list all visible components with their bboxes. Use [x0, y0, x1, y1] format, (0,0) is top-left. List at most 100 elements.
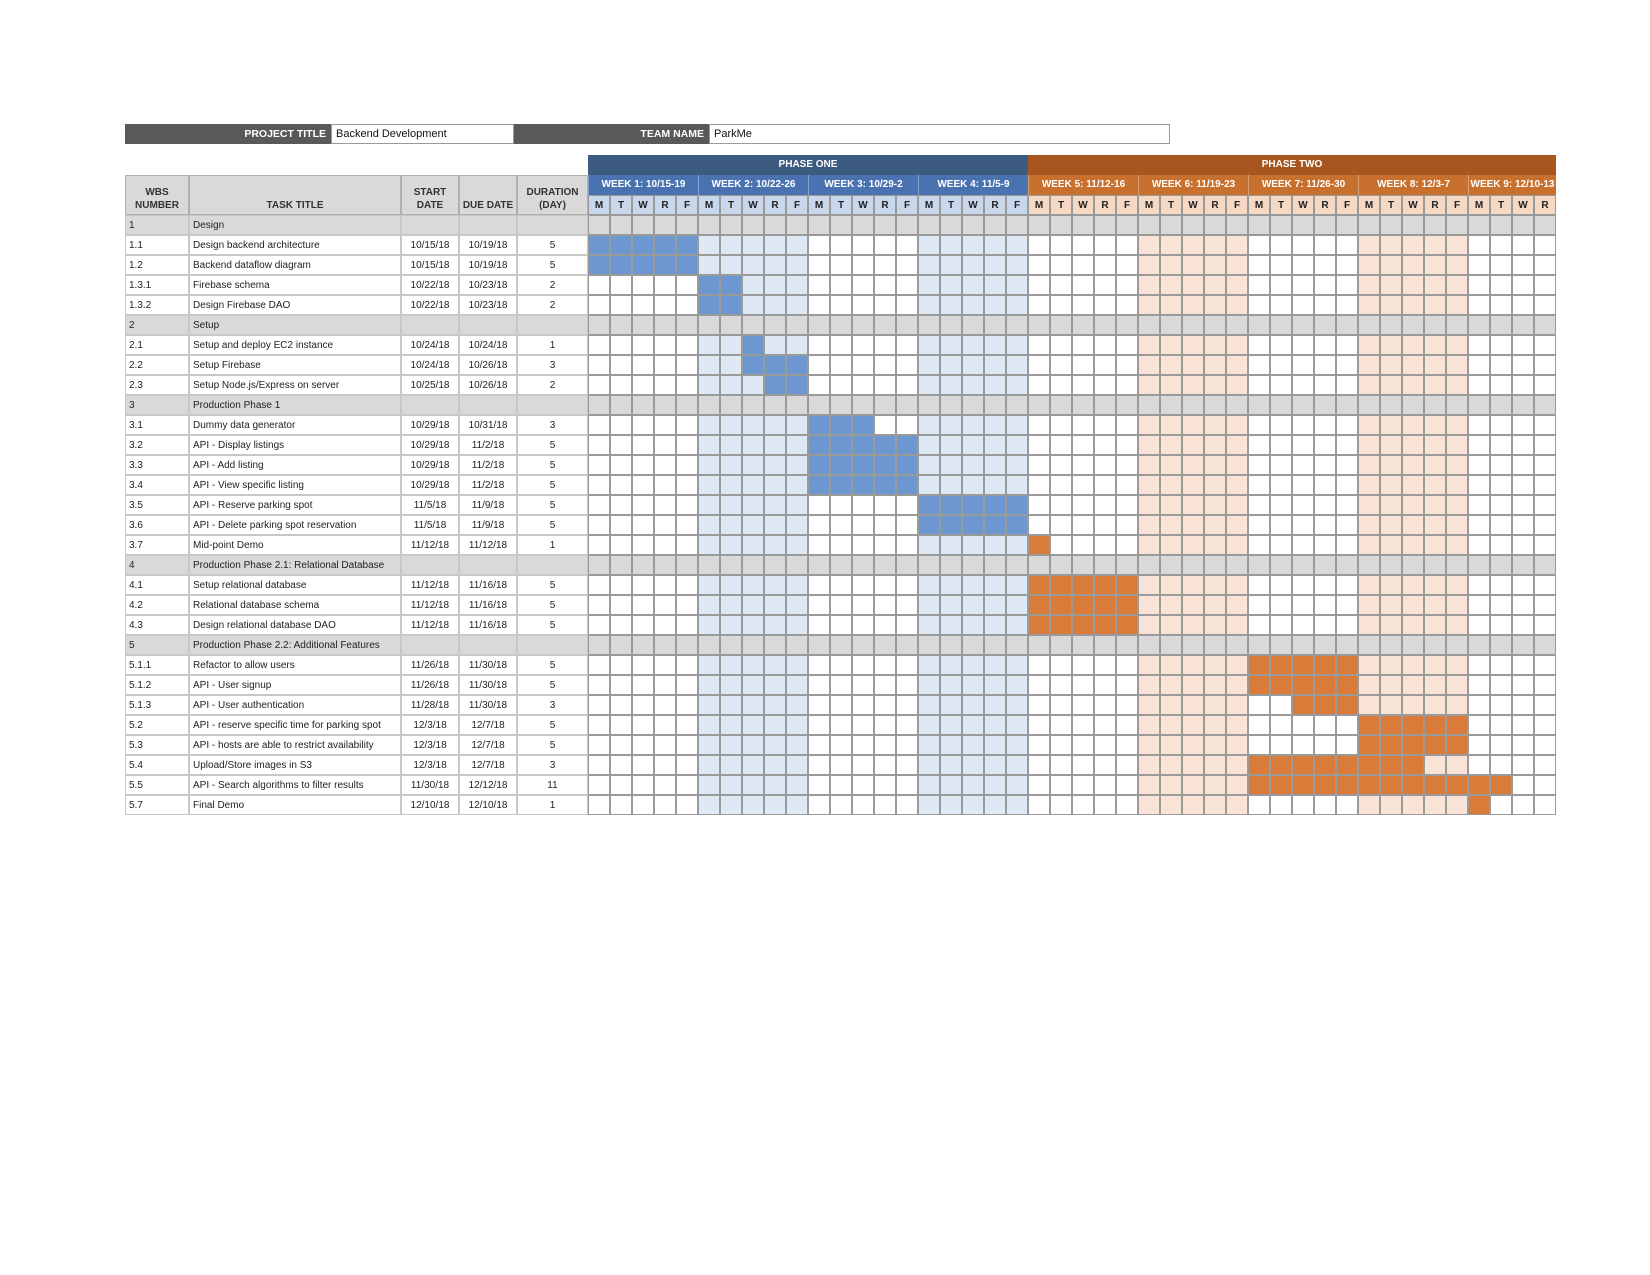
duration-cell[interactable]: 1 [517, 535, 588, 555]
task-title-cell[interactable]: Dummy data generator [189, 415, 401, 435]
duration-cell[interactable]: 3 [517, 755, 588, 775]
due-date-cell[interactable]: 11/30/18 [459, 675, 517, 695]
task-title-cell[interactable]: API - View specific listing [189, 475, 401, 495]
wbs-cell[interactable]: 3.4 [125, 475, 189, 495]
wbs-cell[interactable]: 4.2 [125, 595, 189, 615]
start-date-cell[interactable] [401, 215, 459, 235]
task-title-cell[interactable]: API - reserve specific time for parking … [189, 715, 401, 735]
start-date-cell[interactable] [401, 635, 459, 655]
wbs-cell[interactable]: 5.4 [125, 755, 189, 775]
task-title-cell[interactable]: Setup [189, 315, 401, 335]
wbs-cell[interactable]: 5.2 [125, 715, 189, 735]
due-date-cell[interactable] [459, 635, 517, 655]
duration-cell[interactable]: 5 [517, 615, 588, 635]
task-title-cell[interactable]: Design backend architecture [189, 235, 401, 255]
task-title-cell[interactable]: Design Firebase DAO [189, 295, 401, 315]
start-date-cell[interactable]: 10/25/18 [401, 375, 459, 395]
duration-cell[interactable]: 11 [517, 775, 588, 795]
task-title-cell[interactable]: Design [189, 215, 401, 235]
wbs-cell[interactable]: 3.5 [125, 495, 189, 515]
duration-cell[interactable] [517, 215, 588, 235]
due-date-cell[interactable]: 11/12/18 [459, 535, 517, 555]
start-date-cell[interactable]: 10/22/18 [401, 295, 459, 315]
due-date-cell[interactable]: 11/16/18 [459, 615, 517, 635]
wbs-cell[interactable]: 1.3.2 [125, 295, 189, 315]
start-date-cell[interactable]: 11/28/18 [401, 695, 459, 715]
wbs-cell[interactable]: 3.6 [125, 515, 189, 535]
wbs-cell[interactable]: 3.1 [125, 415, 189, 435]
wbs-cell[interactable]: 2.2 [125, 355, 189, 375]
duration-cell[interactable]: 5 [517, 735, 588, 755]
task-title-cell[interactable]: Upload/Store images in S3 [189, 755, 401, 775]
due-date-cell[interactable]: 11/16/18 [459, 595, 517, 615]
duration-cell[interactable]: 3 [517, 415, 588, 435]
start-date-cell[interactable]: 10/15/18 [401, 235, 459, 255]
due-date-cell[interactable]: 11/2/18 [459, 435, 517, 455]
duration-cell[interactable] [517, 635, 588, 655]
due-date-cell[interactable]: 10/23/18 [459, 295, 517, 315]
duration-cell[interactable]: 5 [517, 675, 588, 695]
due-date-cell[interactable]: 12/12/18 [459, 775, 517, 795]
wbs-cell[interactable]: 3.2 [125, 435, 189, 455]
duration-cell[interactable] [517, 315, 588, 335]
wbs-cell[interactable]: 5.1.2 [125, 675, 189, 695]
wbs-cell[interactable]: 5.1.3 [125, 695, 189, 715]
wbs-cell[interactable]: 1 [125, 215, 189, 235]
task-title-cell[interactable]: Design relational database DAO [189, 615, 401, 635]
wbs-cell[interactable]: 1.3.1 [125, 275, 189, 295]
duration-cell[interactable]: 1 [517, 335, 588, 355]
start-date-cell[interactable]: 11/26/18 [401, 675, 459, 695]
start-date-cell[interactable] [401, 395, 459, 415]
duration-cell[interactable]: 5 [517, 435, 588, 455]
task-title-cell[interactable]: Production Phase 2.1: Relational Databas… [189, 555, 401, 575]
duration-cell[interactable]: 5 [517, 255, 588, 275]
wbs-cell[interactable]: 2.1 [125, 335, 189, 355]
task-title-cell[interactable]: API - Delete parking spot reservation [189, 515, 401, 535]
duration-cell[interactable]: 5 [517, 455, 588, 475]
due-date-cell[interactable]: 11/2/18 [459, 455, 517, 475]
duration-cell[interactable]: 5 [517, 235, 588, 255]
due-date-cell[interactable] [459, 215, 517, 235]
wbs-cell[interactable]: 3 [125, 395, 189, 415]
wbs-cell[interactable]: 2 [125, 315, 189, 335]
due-date-cell[interactable]: 10/24/18 [459, 335, 517, 355]
start-date-cell[interactable]: 11/12/18 [401, 595, 459, 615]
start-date-cell[interactable]: 10/22/18 [401, 275, 459, 295]
task-title-cell[interactable]: Relational database schema [189, 595, 401, 615]
task-title-cell[interactable]: Setup and deploy EC2 instance [189, 335, 401, 355]
wbs-cell[interactable]: 5.1.1 [125, 655, 189, 675]
start-date-cell[interactable]: 10/24/18 [401, 355, 459, 375]
due-date-cell[interactable]: 11/16/18 [459, 575, 517, 595]
start-date-cell[interactable]: 12/3/18 [401, 715, 459, 735]
due-date-cell[interactable]: 10/26/18 [459, 355, 517, 375]
start-date-cell[interactable]: 11/12/18 [401, 575, 459, 595]
due-date-cell[interactable] [459, 395, 517, 415]
wbs-cell[interactable]: 2.3 [125, 375, 189, 395]
task-title-cell[interactable]: Firebase schema [189, 275, 401, 295]
due-date-cell[interactable]: 12/10/18 [459, 795, 517, 815]
wbs-cell[interactable]: 5.5 [125, 775, 189, 795]
duration-cell[interactable]: 5 [517, 495, 588, 515]
start-date-cell[interactable]: 10/29/18 [401, 475, 459, 495]
start-date-cell[interactable]: 11/30/18 [401, 775, 459, 795]
task-title-cell[interactable]: API - Search algorithms to filter result… [189, 775, 401, 795]
duration-cell[interactable]: 3 [517, 355, 588, 375]
task-title-cell[interactable]: API - Display listings [189, 435, 401, 455]
due-date-cell[interactable] [459, 315, 517, 335]
due-date-cell[interactable]: 12/7/18 [459, 715, 517, 735]
duration-cell[interactable]: 5 [517, 595, 588, 615]
task-title-cell[interactable]: Backend dataflow diagram [189, 255, 401, 275]
due-date-cell[interactable]: 10/19/18 [459, 255, 517, 275]
task-title-cell[interactable]: Refactor to allow users [189, 655, 401, 675]
due-date-cell[interactable] [459, 555, 517, 575]
task-title-cell[interactable]: API - hosts are able to restrict availab… [189, 735, 401, 755]
start-date-cell[interactable]: 11/26/18 [401, 655, 459, 675]
due-date-cell[interactable]: 10/31/18 [459, 415, 517, 435]
task-title-cell[interactable]: Setup Firebase [189, 355, 401, 375]
due-date-cell[interactable]: 11/30/18 [459, 655, 517, 675]
wbs-cell[interactable]: 5 [125, 635, 189, 655]
duration-cell[interactable]: 5 [517, 475, 588, 495]
start-date-cell[interactable]: 10/15/18 [401, 255, 459, 275]
task-title-cell[interactable]: Setup relational database [189, 575, 401, 595]
task-title-cell[interactable]: API - Add listing [189, 455, 401, 475]
